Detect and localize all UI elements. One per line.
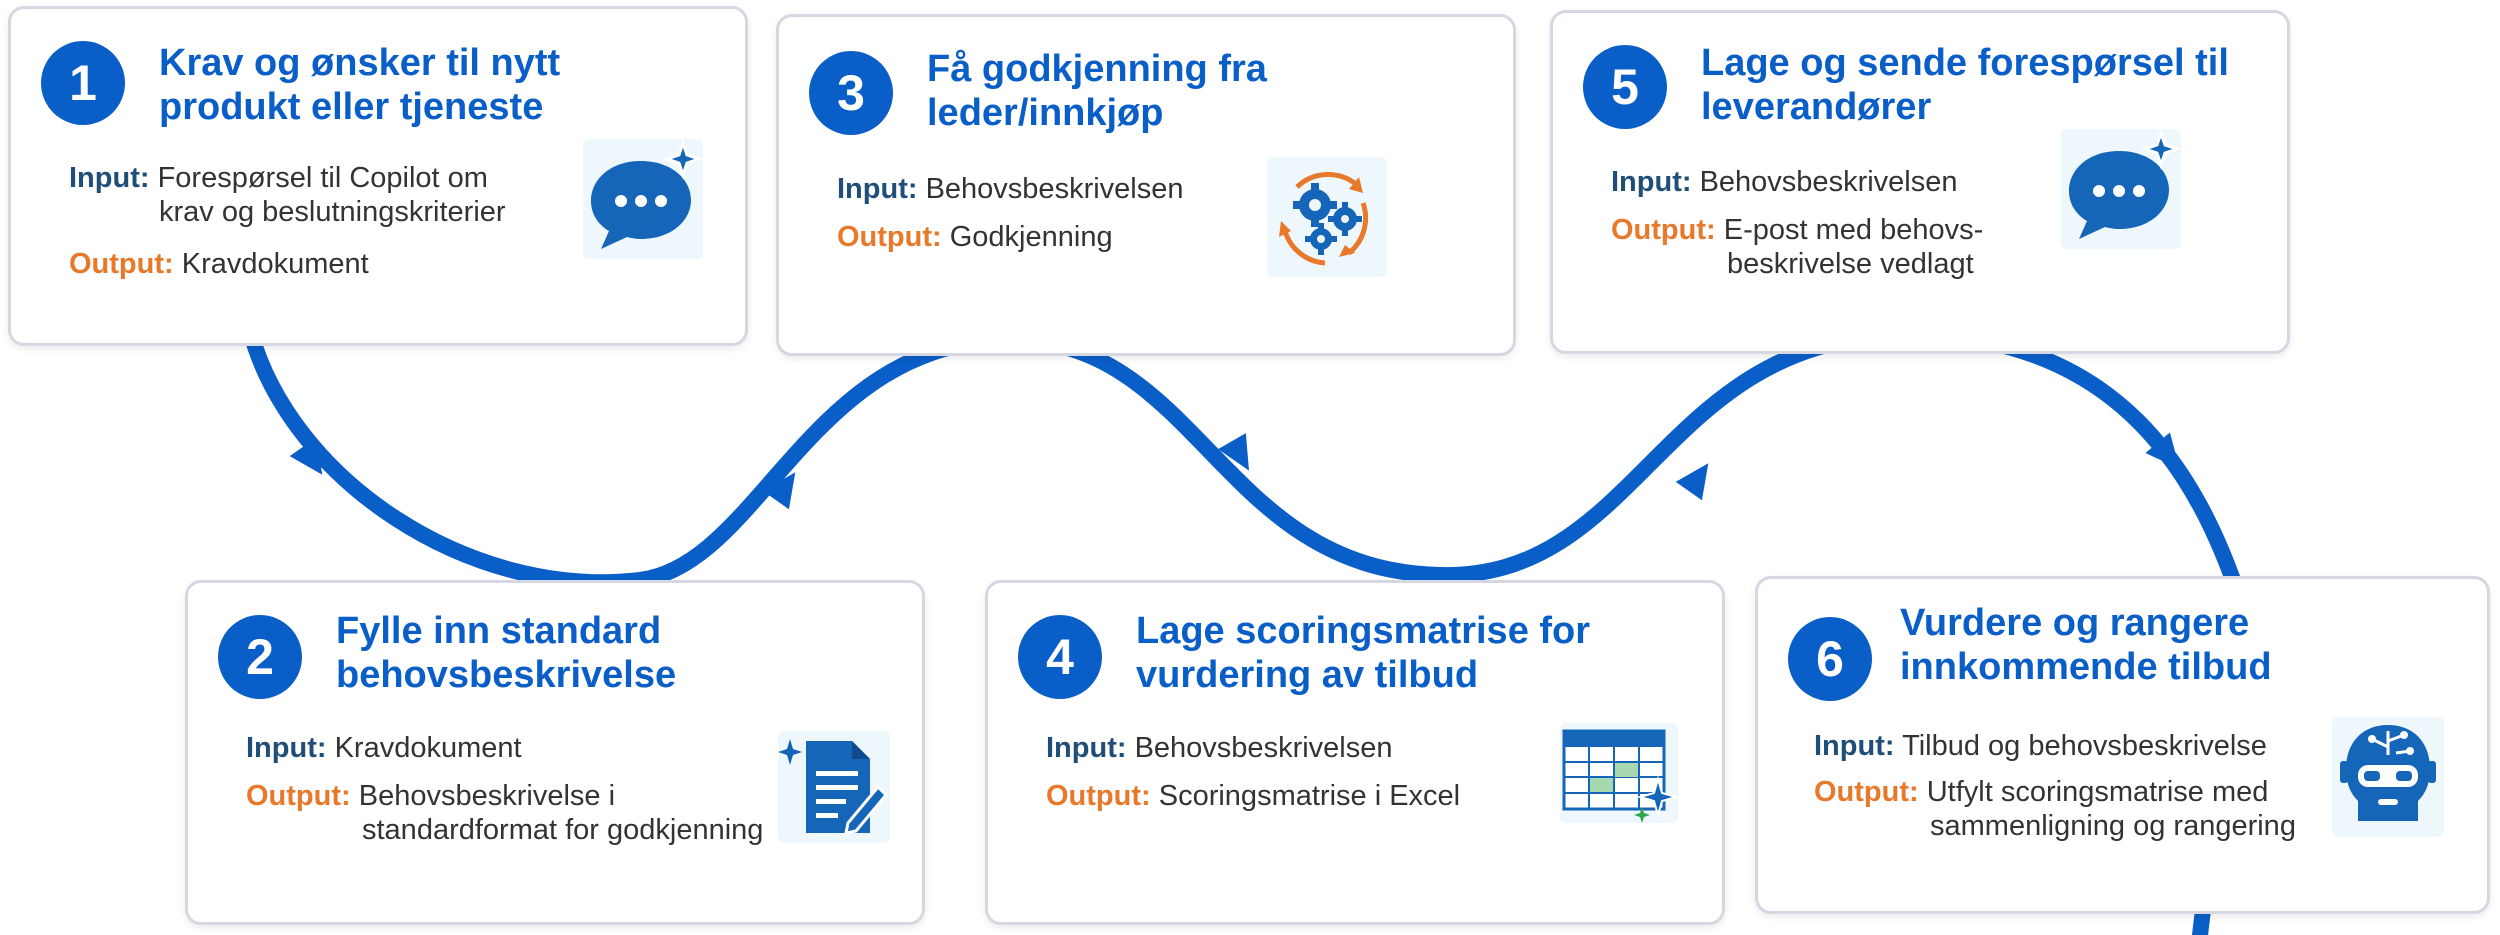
output-label: Output: [1611,214,1716,246]
input-label: Input: [69,162,150,194]
step-card-5: 5 Lage og sende forespørsel til leverand… [1550,10,2290,354]
output-value-continued: sammenligning og rangering [1930,810,2296,842]
input-value: Behovsbeskrivelsen [925,173,1184,205]
step-number-badge: 5 [1583,45,1667,129]
step-title: Krav og ønsker til nytt produkt eller tj… [159,42,561,128]
step-card-4: 4 Lage scoringsmatrise for vurdering av … [985,580,1725,925]
input-value-continued: krav og beslutningskriterier [159,196,506,228]
input-value: Behovsbeskrivelsen [1699,166,1958,198]
step-input: Input: Behovsbeskrivelsen [1046,731,1393,765]
arrow-4-to-5 [1675,463,1709,501]
step-input: Input: Behovsbeskrivelsen [837,172,1184,206]
step-card-6: 6 Vurdere og rangere innkommende tilbud … [1755,576,2490,914]
gears-cycle-icon [1267,157,1387,277]
spreadsheet-icon [1560,723,1678,823]
input-value: Tilbud og behovsbeskrivelse [1902,730,2267,762]
input-value: Behovsbeskrivelsen [1134,732,1393,764]
step-output: Output: Scoringsmatrise i Excel [1046,779,1460,813]
arrow-3-to-4 [1218,433,1249,471]
output-value-continued: beskrivelse vedlagt [1727,248,1974,280]
input-value: Kravdokument [334,732,522,764]
step-number-badge: 1 [41,41,125,125]
output-value: Godkjenning [949,221,1113,253]
step-title: Lage scoringsmatrise for vurdering av ti… [1136,610,1591,696]
step-input: Input: Behovsbeskrivelsen [1611,165,1958,199]
arrow-1-to-2 [289,437,323,475]
output-value: Behovsbeskrivelse i [358,780,616,812]
chat-sparkle-icon [583,139,703,259]
step-card-3: 3 Få godkjenning fra leder/innkjøp Input… [776,14,1516,356]
step-input: Input: Forespørsel til Copilot om krav o… [69,161,506,229]
step-number-badge: 2 [218,615,302,699]
output-label: Output: [246,780,351,812]
output-value: Utfylt scoringsmatrise med [1926,776,2269,808]
document-edit-icon [778,731,890,843]
output-value-continued: standardformat for godkjenning [362,814,764,846]
step-number-badge: 4 [1018,615,1102,699]
output-label: Output: [1814,776,1919,808]
step-title: Fylle inn standard behovsbeskrivelse [336,610,677,696]
output-value: E-post med behovs- [1723,214,1984,246]
input-label: Input: [1814,730,1895,762]
input-label: Input: [246,732,327,764]
step-output: Output: Utfylt scoringsmatrise med samme… [1814,775,2296,843]
output-value: Kravdokument [181,248,369,280]
arrow-5-to-6 [2145,432,2180,469]
output-label: Output: [1046,780,1151,812]
step-input: Input: Tilbud og behovsbeskrivelse [1814,729,2267,763]
ai-head-icon [2332,717,2444,837]
step-number-badge: 6 [1788,617,1872,701]
step-output: Output: E-post med behovs- beskrivelse v… [1611,213,1983,281]
step-output: Output: Kravdokument [69,247,369,281]
step-output: Output: Behovsbeskrivelse i standardform… [246,779,763,847]
output-label: Output: [837,221,942,253]
output-value: Scoringsmatrise i Excel [1158,780,1461,812]
step-title: Få godkjenning fra leder/innkjøp [927,48,1267,134]
input-value: Forespørsel til Copilot om [157,162,488,194]
arrow-2-to-3 [762,472,796,510]
step-output: Output: Godkjenning [837,220,1113,254]
chat-sparkle-icon [2061,129,2181,249]
step-title: Lage og sende forespørsel til leverandør… [1701,42,2229,128]
step-number-badge: 3 [809,51,893,135]
input-label: Input: [837,173,918,205]
input-label: Input: [1046,732,1127,764]
input-label: Input: [1611,166,1692,198]
output-label: Output: [69,248,174,280]
step-card-1: 1 Krav og ønsker til nytt produkt eller … [8,6,748,346]
step-card-2: 2 Fylle inn standard behovsbeskrivelse I… [185,580,925,925]
step-input: Input: Kravdokument [246,731,522,765]
step-title: Vurdere og rangere innkommende tilbud [1900,602,2272,688]
